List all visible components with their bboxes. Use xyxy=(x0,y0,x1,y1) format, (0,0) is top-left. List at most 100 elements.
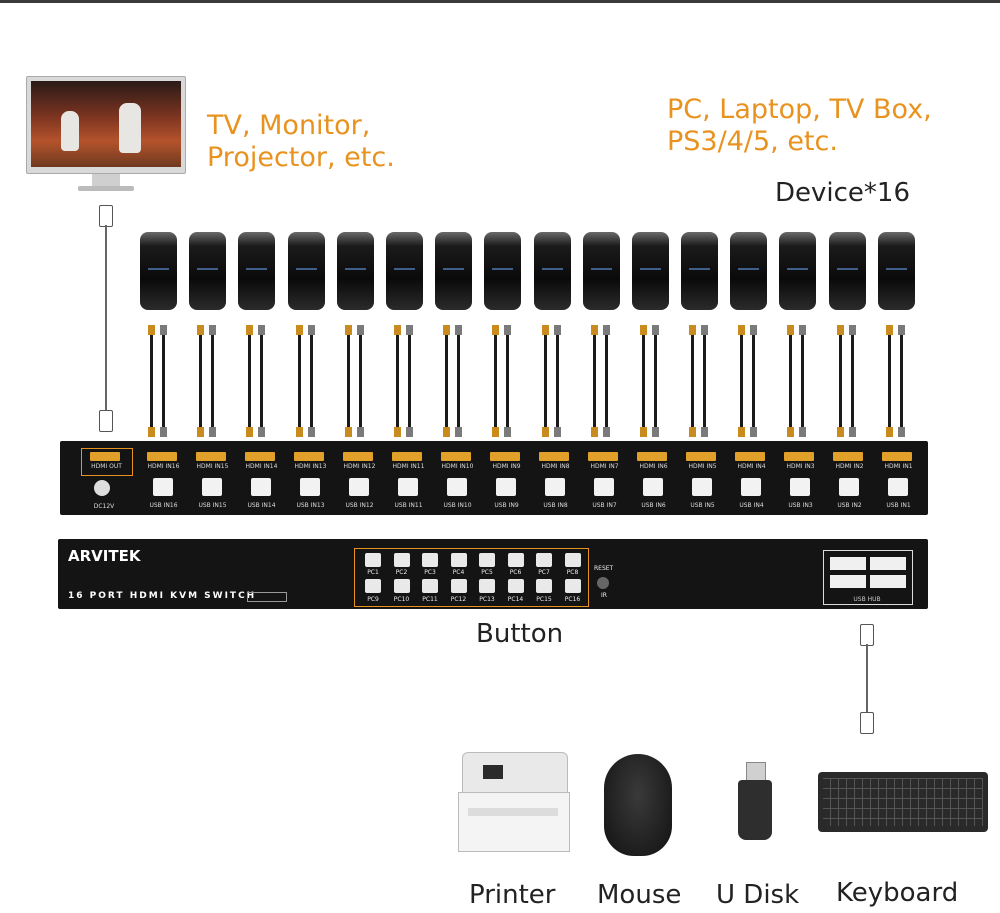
dc-jack xyxy=(94,480,110,496)
pc-select-button[interactable] xyxy=(508,553,524,567)
pc-select-button[interactable] xyxy=(394,553,410,567)
hdmi-in-label: HDMI IN6 xyxy=(629,463,678,470)
sources-label: PC, Laptop, TV Box, PS3/4/5, etc. xyxy=(667,94,932,158)
pc-button-label: PC15 xyxy=(530,596,558,603)
input-port: HDMI IN2USB IN2 xyxy=(825,448,874,512)
printer-label: Printer xyxy=(469,880,556,910)
button-label: Button xyxy=(476,619,563,649)
usb-in-label: USB IN3 xyxy=(776,502,825,509)
keyboard-image xyxy=(818,772,988,832)
device-row xyxy=(140,232,915,310)
device-9 xyxy=(534,232,571,310)
hdmi-in-label: HDMI IN1 xyxy=(874,463,923,470)
pc-select-button[interactable] xyxy=(365,579,381,593)
usb-hdmi-cable-pair xyxy=(140,325,177,437)
pc-button-label: PC11 xyxy=(416,596,444,603)
usb-hub-port-4 xyxy=(870,575,906,588)
device-14 xyxy=(779,232,816,310)
pc-button-label: PC5 xyxy=(473,569,501,576)
input-port: HDMI IN13USB IN13 xyxy=(286,448,335,512)
pc-select-button[interactable] xyxy=(451,553,467,567)
pc-button-label: PC7 xyxy=(530,569,558,576)
device-2 xyxy=(189,232,226,310)
usb-in-label: USB IN16 xyxy=(139,502,188,509)
usb-in-label: USB IN4 xyxy=(727,502,776,509)
pc-select-button[interactable] xyxy=(451,579,467,593)
monitor-image xyxy=(26,76,186,176)
pc-select-button[interactable] xyxy=(536,553,552,567)
usb-hdmi-cable-pair xyxy=(632,325,669,437)
hdmi-in-label: HDMI IN16 xyxy=(139,463,188,470)
pc-select-button[interactable] xyxy=(565,579,581,593)
usb-hdmi-cable-pair xyxy=(386,325,423,437)
pc-select-button[interactable] xyxy=(365,553,381,567)
device-16 xyxy=(878,232,915,310)
hdmi-in-label: HDMI IN9 xyxy=(482,463,531,470)
pc-button-label: PC2 xyxy=(388,569,416,576)
hdmi-in-label: HDMI IN14 xyxy=(237,463,286,470)
usb-in-label: USB IN2 xyxy=(825,502,874,509)
usb-hdmi-cable-pair xyxy=(878,325,915,437)
pc-button-label: PC10 xyxy=(388,596,416,603)
usb-in-label: USB IN7 xyxy=(580,502,629,509)
usb-hdmi-cable-pair xyxy=(435,325,472,437)
hdmi-in-label: HDMI IN8 xyxy=(531,463,580,470)
hdmi-out-label: HDMI OUT xyxy=(82,463,131,470)
reset-label: RESET xyxy=(594,565,613,572)
ir-label: IR xyxy=(601,592,607,599)
pc-button-label: PC16 xyxy=(559,596,587,603)
pc-select-button[interactable] xyxy=(479,579,495,593)
hub-plug-bottom xyxy=(860,712,874,734)
monitor-hdmi-cable xyxy=(105,225,107,410)
hdmi-in-label: HDMI IN15 xyxy=(188,463,237,470)
udisk-image xyxy=(738,762,772,840)
hdmi-in-label: HDMI IN3 xyxy=(776,463,825,470)
pc-select-button[interactable] xyxy=(565,553,581,567)
usb-hub-port-3 xyxy=(830,575,866,588)
pc-button-label: PC12 xyxy=(445,596,473,603)
printer-image xyxy=(456,748,571,856)
keyboard-label: Keyboard xyxy=(836,878,958,908)
usb-hdmi-cable-pair xyxy=(730,325,767,437)
usb-in-label: USB IN5 xyxy=(678,502,727,509)
hub-cable xyxy=(866,644,868,712)
model-tag xyxy=(247,592,287,602)
usb-in-label: USB IN15 xyxy=(188,502,237,509)
hdmi-in-label: HDMI IN10 xyxy=(433,463,482,470)
input-port: HDMI IN6USB IN6 xyxy=(629,448,678,512)
pc-button-label: PC6 xyxy=(502,569,530,576)
usb-hub-port-2 xyxy=(870,557,906,570)
usb-in-label: USB IN6 xyxy=(629,502,678,509)
mouse-image xyxy=(604,754,672,856)
usb-in-label: USB IN11 xyxy=(384,502,433,509)
usb-in-label: USB IN12 xyxy=(335,502,384,509)
pc-button-label: PC1 xyxy=(359,569,387,576)
pc-select-button[interactable] xyxy=(422,553,438,567)
display-label: TV, Monitor, Projector, etc. xyxy=(207,110,395,174)
pc-select-button[interactable] xyxy=(394,579,410,593)
usb-hdmi-cable-pair xyxy=(484,325,521,437)
usb-in-label: USB IN14 xyxy=(237,502,286,509)
hdmi-plug-top xyxy=(99,205,113,227)
usb-hdmi-cable-pair xyxy=(288,325,325,437)
mouse-label: Mouse xyxy=(597,880,681,910)
pc-select-button[interactable] xyxy=(536,579,552,593)
pc-select-button[interactable] xyxy=(479,553,495,567)
hdmi-in-label: HDMI IN5 xyxy=(678,463,727,470)
brand-logo: ARVITEK xyxy=(68,547,140,565)
hdmi-in-label: HDMI IN12 xyxy=(335,463,384,470)
pc-select-button[interactable] xyxy=(422,579,438,593)
device-8 xyxy=(484,232,521,310)
device-1 xyxy=(140,232,177,310)
pc-select-button[interactable] xyxy=(508,579,524,593)
usb-hdmi-cable-pair xyxy=(681,325,718,437)
device-7 xyxy=(435,232,472,310)
model-label: 16 PORT HDMI KVM SWITCH xyxy=(68,591,256,601)
